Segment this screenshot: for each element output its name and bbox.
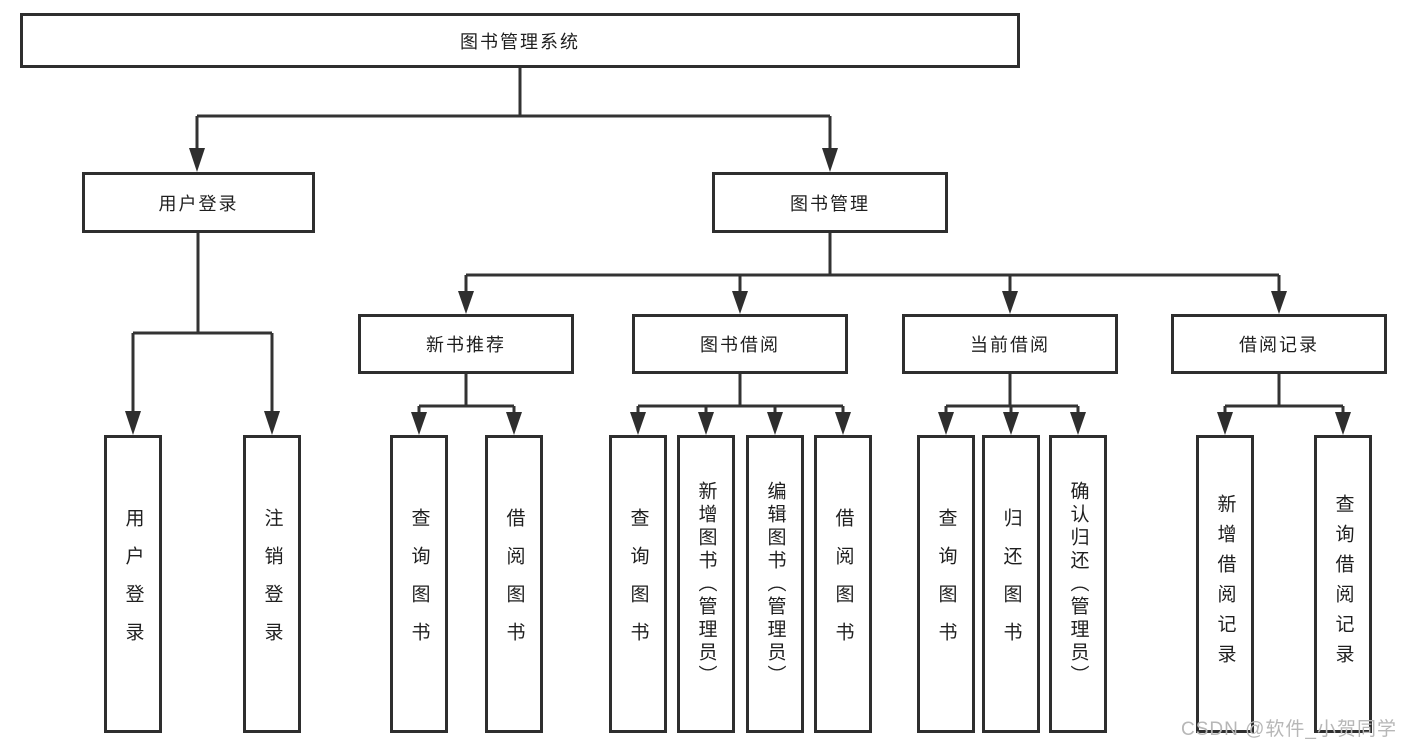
node-user-login-label: 用户登录 — [158, 193, 239, 214]
node-book-borrow-label: 图书借阅 — [700, 335, 780, 355]
leaf-edit-book-admin: 编辑图书（管理员） — [746, 435, 804, 733]
arrow-down-icon — [767, 412, 783, 435]
arrow-down-icon — [1217, 412, 1233, 435]
arrow-down-icon — [506, 412, 522, 435]
leaf-query-borrow-record: 查询借阅记录 — [1314, 435, 1372, 733]
arrow-down-icon — [1335, 412, 1351, 435]
leaf-borrow-books-borrow: 借阅图书 — [814, 435, 872, 733]
connector-new-book-to-leaves — [411, 374, 522, 435]
node-user-login: 用户登录 — [82, 172, 315, 233]
leaf-borrow-books-borrow-label: 借阅图书 — [832, 508, 854, 660]
csdn-watermark: CSDN @软件_小贺同学 — [1181, 719, 1397, 740]
leaf-query-borrow-record-label: 查询借阅记录 — [1332, 494, 1354, 674]
arrow-down-icon — [1002, 291, 1018, 314]
leaf-add-book-admin: 新增图书（管理员） — [677, 435, 735, 733]
leaf-return-book: 归还图书 — [982, 435, 1040, 733]
arrow-down-icon — [458, 291, 474, 314]
leaf-query-books-borrow: 查询图书 — [609, 435, 667, 733]
arrow-down-icon — [732, 291, 748, 314]
leaf-add-borrow-record: 新增借阅记录 — [1196, 435, 1254, 733]
arrow-down-icon — [189, 148, 205, 172]
leaf-logout-label: 注销登录 — [261, 508, 283, 660]
leaf-borrow-books-recommend-label: 借阅图书 — [503, 508, 525, 660]
arrow-down-icon — [1003, 412, 1019, 435]
leaf-confirm-return-admin-label: 确认归还（管理员） — [1067, 480, 1089, 688]
node-new-book-recommend-label: 新书推荐 — [426, 335, 506, 355]
arrow-down-icon — [698, 412, 714, 435]
connector-book-borrow-to-leaves — [630, 374, 851, 435]
leaf-user-login-label: 用户登录 — [122, 508, 144, 660]
node-new-book-recommend: 新书推荐 — [358, 314, 574, 374]
node-current-borrow: 当前借阅 — [902, 314, 1118, 374]
node-current-borrow-label: 当前借阅 — [970, 335, 1050, 355]
arrow-down-icon — [264, 411, 280, 435]
arrow-down-icon — [938, 412, 954, 435]
leaf-user-login: 用户登录 — [104, 435, 162, 733]
leaf-edit-book-admin-label: 编辑图书（管理员） — [764, 480, 786, 688]
connector-borrow-record-to-leaves — [1217, 374, 1351, 435]
leaf-add-borrow-record-label: 新增借阅记录 — [1214, 494, 1236, 674]
leaf-query-books-current-label: 查询图书 — [935, 508, 957, 660]
arrow-down-icon — [125, 411, 141, 435]
leaf-query-books-borrow-label: 查询图书 — [627, 508, 649, 660]
arrow-down-icon — [630, 412, 646, 435]
leaf-borrow-books-recommend: 借阅图书 — [485, 435, 543, 733]
leaf-logout: 注销登录 — [243, 435, 301, 733]
node-root-label: 图书管理系统 — [460, 31, 580, 52]
arrow-down-icon — [835, 412, 851, 435]
connector-current-borrow-to-leaves — [938, 374, 1086, 435]
connector-book-management-to-level3 — [458, 233, 1287, 314]
connector-root-to-level2 — [189, 68, 838, 172]
leaf-query-books-recommend: 查询图书 — [390, 435, 448, 733]
arrow-down-icon — [1271, 291, 1287, 314]
node-book-management: 图书管理 — [712, 172, 948, 233]
arrow-down-icon — [411, 412, 427, 435]
node-root: 图书管理系统 — [20, 13, 1020, 68]
node-book-management-label: 图书管理 — [790, 193, 870, 214]
node-book-borrow: 图书借阅 — [632, 314, 848, 374]
node-borrow-records-label: 借阅记录 — [1239, 335, 1319, 355]
connector-user-login-to-leaves — [125, 233, 280, 435]
leaf-add-book-admin-label: 新增图书（管理员） — [695, 480, 717, 688]
arrow-down-icon — [1070, 412, 1086, 435]
arrow-down-icon — [822, 148, 838, 172]
node-borrow-records: 借阅记录 — [1171, 314, 1387, 374]
leaf-return-book-label: 归还图书 — [1000, 508, 1022, 660]
leaf-query-books-current: 查询图书 — [917, 435, 975, 733]
leaf-confirm-return-admin: 确认归还（管理员） — [1049, 435, 1107, 733]
leaf-query-books-recommend-label: 查询图书 — [408, 508, 430, 660]
